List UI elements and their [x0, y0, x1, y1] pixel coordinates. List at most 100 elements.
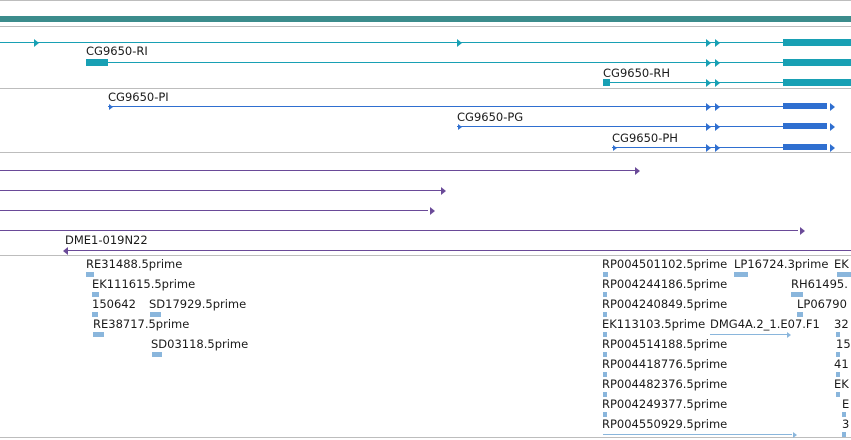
strand-arrow-right-icon	[787, 331, 791, 338]
strand-arrow-right-icon	[706, 102, 711, 111]
est-mark[interactable]	[603, 391, 607, 397]
est-label: 150642	[92, 297, 136, 311]
est-mark[interactable]	[603, 371, 607, 377]
clone-line[interactable]	[0, 230, 798, 231]
exon-block[interactable]	[783, 78, 851, 86]
est-mark[interactable]	[837, 271, 851, 277]
transcript-line[interactable]	[0, 42, 851, 43]
est-mark[interactable]	[842, 431, 846, 437]
est-label: EK113103.5prime	[602, 317, 706, 331]
exon-block[interactable]	[783, 103, 827, 109]
est-label: EK	[834, 257, 849, 271]
est-label: LP06790	[797, 297, 847, 311]
strand-arrow-right-icon	[715, 38, 720, 47]
strand-arrow-right-icon	[715, 102, 720, 111]
transcript-start-block[interactable]	[603, 78, 610, 86]
transcript-line[interactable]	[457, 126, 825, 127]
clone-line[interactable]	[0, 170, 635, 171]
est-mark[interactable]	[93, 331, 104, 337]
strand-arrow-right-icon	[109, 103, 113, 110]
strand-arrow-right-icon	[706, 78, 711, 87]
strand-arrow-right-icon	[830, 143, 835, 152]
strand-arrow-right-icon	[800, 226, 805, 235]
est-label: EK111615.5prime	[92, 277, 196, 291]
est-label: RP004501102.5prime	[602, 257, 728, 271]
strand-arrow-right-icon	[706, 58, 711, 67]
strand-arrow-right-icon	[715, 143, 720, 152]
est-mark[interactable]	[603, 291, 607, 297]
transcript-label-cg9650-ph: CG9650-PH	[612, 131, 678, 145]
transcript-label-cg9650-rh: CG9650-RH	[603, 66, 670, 80]
est-mark[interactable]	[603, 411, 607, 417]
exon-block[interactable]	[783, 144, 827, 150]
est-mark[interactable]	[836, 331, 840, 337]
est-mark[interactable]	[603, 351, 607, 357]
strand-arrow-right-icon	[793, 431, 797, 438]
est-label: RP004249377.5prime	[602, 397, 728, 411]
est-mark[interactable]	[734, 271, 748, 277]
est-label: DMG4A.2_1.E07.F1	[710, 317, 820, 331]
est-mark[interactable]	[152, 351, 162, 357]
est-label: RE31488.5prime	[86, 257, 183, 271]
strand-arrow-right-icon	[635, 166, 640, 175]
est-mark[interactable]	[603, 271, 608, 277]
est-label: RP004514188.5prime	[602, 337, 728, 351]
strand-arrow-right-icon	[715, 78, 720, 87]
strand-arrow-right-icon	[715, 122, 720, 131]
strand-arrow-right-icon	[706, 143, 711, 152]
transcript-label-cg9650-pi: CG9650-PI	[108, 90, 169, 104]
est-mark[interactable]	[797, 311, 803, 317]
est-label: SD17929.5prime	[149, 297, 247, 311]
top-border	[0, 0, 851, 1]
est-mark[interactable]	[150, 311, 161, 317]
est-mark[interactable]	[842, 411, 846, 417]
est-mark[interactable]	[92, 291, 99, 297]
transcript-line[interactable]	[86, 62, 851, 63]
est-label: RP004418776.5prime	[602, 357, 728, 371]
est-label: 3	[842, 417, 850, 431]
est-mark[interactable]	[603, 311, 607, 317]
strand-arrow-right-icon	[830, 102, 835, 111]
transcript-line[interactable]	[603, 82, 851, 83]
clone-line[interactable]	[0, 190, 441, 191]
est-mark[interactable]	[603, 331, 607, 337]
est-label: E	[842, 397, 850, 411]
est-label: 32	[834, 317, 849, 331]
clone-line[interactable]	[0, 210, 428, 211]
chromosome-band	[0, 16, 851, 22]
est-mark[interactable]	[836, 351, 840, 357]
est-line[interactable]	[710, 334, 787, 335]
transcript-label-cg9650-ri: CG9650-RI	[86, 44, 148, 58]
strand-arrow-right-icon	[613, 144, 617, 151]
strand-arrow-right-icon	[458, 123, 462, 130]
exon-block[interactable]	[783, 38, 851, 46]
transcript-label-cg9650-pg: CG9650-PG	[457, 110, 524, 124]
strand-arrow-right-icon	[706, 122, 711, 131]
est-label: RH61495.	[791, 277, 848, 291]
transcript-line[interactable]	[108, 106, 825, 107]
est-mark[interactable]	[836, 371, 840, 377]
est-mark[interactable]	[86, 271, 94, 277]
est-label: EK	[834, 377, 849, 391]
est-label: RP004550929.5prime	[602, 417, 728, 431]
strand-arrow-right-icon	[430, 206, 435, 215]
strand-arrow-right-icon	[706, 38, 711, 47]
est-mark[interactable]	[92, 311, 98, 317]
est-label: SD03118.5prime	[151, 337, 249, 351]
exon-block[interactable]	[783, 123, 827, 129]
clone-line[interactable]	[65, 250, 851, 251]
strand-arrow-left-icon	[63, 246, 68, 255]
est-line[interactable]	[603, 434, 792, 435]
est-mark[interactable]	[836, 391, 840, 397]
strand-arrow-right-icon	[34, 38, 39, 47]
est-label: 15	[836, 337, 851, 351]
transcript-start-block[interactable]	[86, 58, 108, 66]
est-label: RE38717.5prime	[93, 317, 190, 331]
exon-block[interactable]	[783, 58, 851, 66]
strand-arrow-right-icon	[457, 38, 462, 47]
bottom-border	[0, 437, 851, 438]
track-separator	[0, 26, 851, 27]
strand-arrow-right-icon	[441, 186, 446, 195]
est-mark[interactable]	[791, 291, 803, 297]
